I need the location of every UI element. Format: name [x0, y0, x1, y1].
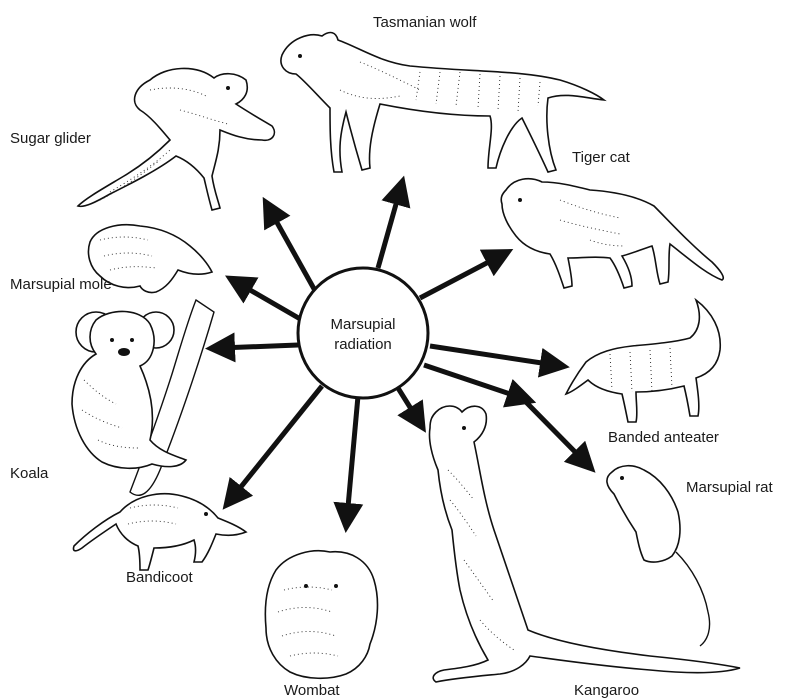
arrow-to-marsupial-rat: [424, 365, 522, 398]
arrow-to-wombat: [347, 396, 358, 518]
wombat-illustration: Wombat: [265, 551, 377, 699]
kangaroo-illustration: Kangaroo: [429, 406, 740, 699]
tiger-cat-illustration: Tiger cat: [501, 149, 723, 288]
label-wombat: Wombat: [284, 682, 340, 699]
arrow-to-bandicoot: [232, 386, 322, 498]
marsupial-mole-illustration: Marsupial mole: [10, 225, 212, 293]
sugar-glider-illustration: Sugar glider: [10, 68, 274, 210]
label-marsupial-mole: Marsupial mole: [10, 276, 112, 293]
label-tasmanian-wolf: Tasmanian wolf: [373, 14, 477, 31]
arrow-to-kangaroo: [398, 388, 418, 420]
arrow-to-tiger-cat: [420, 256, 500, 298]
label-tiger-cat: Tiger cat: [572, 149, 631, 166]
center-label-line2: radiation: [334, 336, 392, 353]
bandicoot-illustration: Bandicoot: [73, 494, 246, 586]
label-banded-anteater: Banded anteater: [608, 429, 719, 446]
center-circle: [298, 268, 428, 398]
center-label-line1: Marsupial: [330, 316, 395, 333]
arrow-to-tasmanian-wolf: [378, 190, 400, 268]
arrow-to-koala: [220, 345, 298, 348]
label-bandicoot: Bandicoot: [126, 569, 194, 586]
label-koala: Koala: [10, 465, 49, 482]
arrow-to-marsupial-rat-extension: [522, 398, 585, 462]
arrow-to-sugar-glider: [270, 210, 318, 296]
arrow-to-banded-anteater: [430, 346, 555, 365]
arrow-to-marsupial-mole: [238, 283, 302, 320]
marsupial-rat-illustration: Marsupial rat: [607, 466, 774, 646]
banded-anteater-illustration: Banded anteater: [566, 300, 720, 446]
center-node: Marsupial radiation: [298, 268, 428, 398]
label-sugar-glider: Sugar glider: [10, 130, 91, 147]
tasmanian-wolf-illustration: Tasmanian wolf: [281, 14, 604, 172]
koala-illustration: Koala: [10, 300, 214, 495]
label-marsupial-rat: Marsupial rat: [686, 479, 774, 496]
label-kangaroo: Kangaroo: [574, 682, 639, 699]
